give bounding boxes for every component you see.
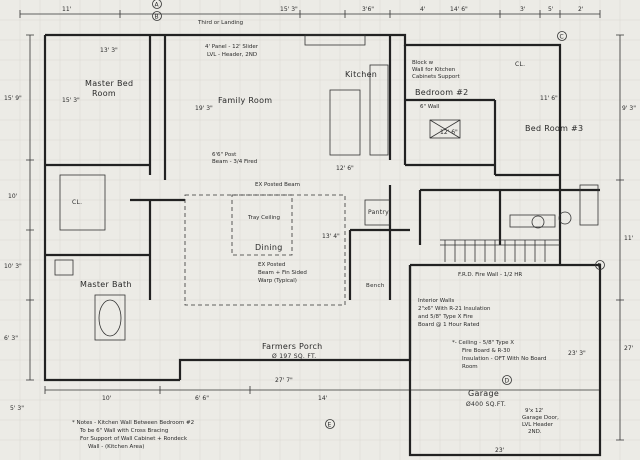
- dim-bottom-5: 23': [495, 447, 505, 454]
- dim-bottom-3: 6' 6": [195, 395, 209, 402]
- landing-note: Third or Landing: [197, 20, 243, 26]
- marker-d: D: [505, 378, 510, 385]
- cl-bed2-label: CL.: [515, 61, 525, 68]
- dim-right-3: 27': [624, 345, 634, 352]
- master-bed-label-2: Room: [92, 89, 116, 98]
- dimension-lines: [19, 10, 624, 441]
- ceiling-note-4: Room: [462, 364, 478, 370]
- dim-top-4: 4': [420, 6, 426, 13]
- garage-door-note-3: LVL Header: [522, 422, 554, 428]
- marker-a: A: [155, 2, 160, 9]
- dim-top-2: 15' 3": [280, 6, 298, 13]
- marker-b: B: [155, 14, 159, 21]
- ex-posted-note: EX Posted Beam: [255, 182, 300, 188]
- dining-post-note-2: Beam + Fin Sided: [258, 270, 307, 276]
- dim-top-5: 14' 6": [450, 6, 468, 13]
- cl-master-label: CL.: [72, 199, 82, 206]
- bedroom3-label: Bed Room #3: [525, 124, 583, 133]
- dim-top-8: 2': [578, 6, 584, 13]
- bedroom2-label: Bedroom #2: [415, 88, 469, 97]
- dim-bottom-1: 5' 3": [10, 405, 24, 412]
- bench-label: Bench: [366, 283, 385, 289]
- dim-porch-w: 27' 7": [275, 377, 293, 384]
- dim-kitchen-w: 12' 6": [336, 165, 354, 172]
- garage-door-note-2: Garage Door,: [522, 415, 559, 421]
- master-bath-label: Master Bath: [80, 280, 132, 289]
- dim-left-3: 10' 3": [4, 263, 22, 270]
- master-bed-label: Master Bed: [85, 79, 133, 88]
- dim-left-1: 15' 9": [4, 95, 22, 102]
- footnote-3: For Support of Wall Cabinet + Rondeck: [80, 436, 188, 442]
- ceiling-note-2: Fire Board & R-30: [462, 348, 511, 354]
- block-wall-note-1: Block w: [412, 60, 434, 66]
- dim-bottom-2: 10': [102, 395, 112, 402]
- garage-area: Ø400 SQ.FT.: [466, 401, 506, 408]
- dim-master-w: 13' 3": [100, 47, 118, 54]
- footnote-2: To be 6" Wall with Cross Bracing: [79, 428, 168, 434]
- dim-garage-h: 23' 3": [568, 350, 586, 357]
- family-room-label: Family Room: [218, 96, 272, 105]
- dim-top-7: 5': [548, 6, 554, 13]
- dim-right-2: 11': [624, 235, 634, 242]
- six-wall-note: 6" Wall: [420, 104, 440, 110]
- dim-bed2-w: 12' 6": [440, 129, 458, 136]
- ceiling-note-3: Insulation - OFT With No Board: [462, 356, 547, 362]
- slider-note-2: LVL - Header, 2ND: [207, 52, 257, 58]
- dim-top-1: 11': [62, 6, 72, 13]
- garage-label: Garage: [468, 389, 499, 398]
- slider-note-1: 4' Panel - 12' Slider: [205, 44, 259, 50]
- dining-label: Dining: [255, 243, 283, 252]
- kitchen-label: Kitchen: [345, 70, 377, 79]
- dim-top-3: 3'6": [362, 6, 374, 13]
- dining-post-note-3: Warp (Typical): [258, 278, 297, 284]
- footnote-4: Wall - (Kitchen Area): [88, 444, 144, 450]
- dim-left-2: 10': [8, 193, 18, 200]
- farmers-porch-label: Farmers Porch: [262, 342, 323, 351]
- dim-master-h: 15' 3": [62, 97, 80, 104]
- footnote-1: * Notes - Kitchen Wall Between Bedroom #…: [72, 420, 194, 426]
- tray-note: Tray Ceiling: [247, 215, 280, 221]
- marker-c: C: [560, 34, 564, 41]
- beam-note-2: Beam - 3/4 Fired: [212, 159, 257, 165]
- dim-top-6: 3': [520, 6, 526, 13]
- ceiling-note-1: *- Ceiling - 5/8" Type X: [452, 340, 514, 346]
- marker-f: F: [598, 263, 602, 270]
- garage-door-note-4: 2ND.: [528, 429, 542, 435]
- marker-e: E: [328, 422, 332, 429]
- interior-note-1: Interior Walls: [418, 298, 454, 304]
- dim-family-h: 19' 3": [195, 105, 213, 112]
- dim-left-4: 6' 3": [4, 335, 18, 342]
- block-wall-note-2: Wall for Kitchen: [412, 67, 456, 73]
- pantry-label: Pantry: [368, 209, 389, 216]
- interior-note-4: Board @ 1 Hour Rated: [418, 322, 480, 328]
- beam-note-1: 6'6" Post: [212, 152, 237, 158]
- dining-post-note-1: EX Posted: [258, 262, 285, 268]
- block-wall-note-3: Cabinets Support: [412, 74, 460, 80]
- interior-note-3: and 5/8" Type X Fire: [418, 314, 474, 320]
- dim-right-1: 9' 3": [622, 105, 636, 112]
- dim-bottom-4: 14': [318, 395, 328, 402]
- fire-wall-note: F.R.D. Fire Wall - 1/2 HR: [458, 272, 522, 278]
- fixtures: [54, 34, 599, 341]
- dim-dining-h: 13' 4": [322, 233, 340, 240]
- porch-area: Ø 197 SQ. FT.: [272, 353, 316, 360]
- interior-note-2: 2"x6" With R-21 Insulation: [418, 306, 491, 312]
- garage-door-note-1: 9'x 12': [525, 408, 544, 414]
- dim-bed3-w: 11' 6": [540, 95, 558, 102]
- interior-walls: [45, 35, 600, 300]
